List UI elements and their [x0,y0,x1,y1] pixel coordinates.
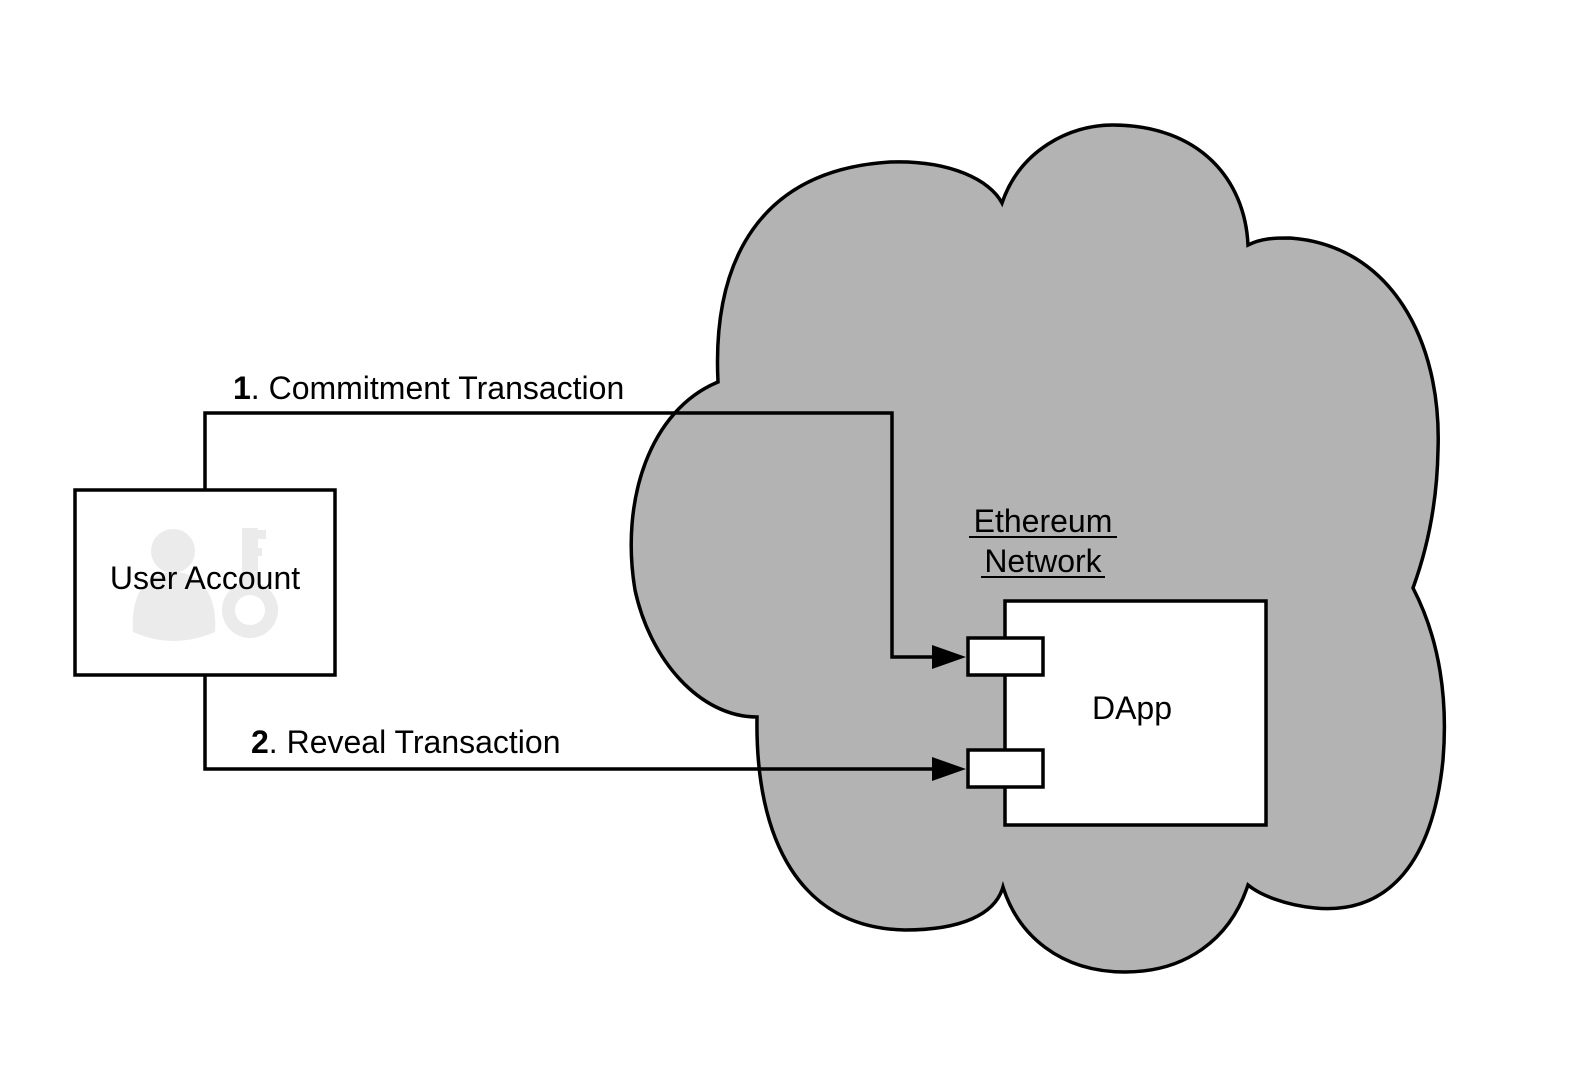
user-account-box [73,488,337,677]
dapp-port-commitment [966,636,1045,677]
user-account-label: User Account [110,560,300,596]
reveal-step-text: . Reveal Transaction [269,724,561,760]
reveal-connector [203,675,932,771]
reveal-transaction-label: 2. Reveal Transaction [251,724,561,760]
commitment-connector [203,411,932,659]
commitment-step-text: . Commitment Transaction [251,370,624,406]
user-key-icon [132,528,278,641]
network-label-line1: Ethereum [974,503,1113,539]
dapp-label: DApp [1092,690,1172,726]
dapp-port-reveal [966,748,1045,789]
commitment-step-number: 1 [233,370,251,406]
reveal-step-number: 2 [251,724,269,760]
commitment-arrowhead [932,645,966,669]
dapp-box [1003,599,1268,827]
network-label-line2: Network [984,543,1102,579]
reveal-arrowhead [932,757,966,781]
commitment-transaction-label: 1. Commitment Transaction [233,370,624,406]
